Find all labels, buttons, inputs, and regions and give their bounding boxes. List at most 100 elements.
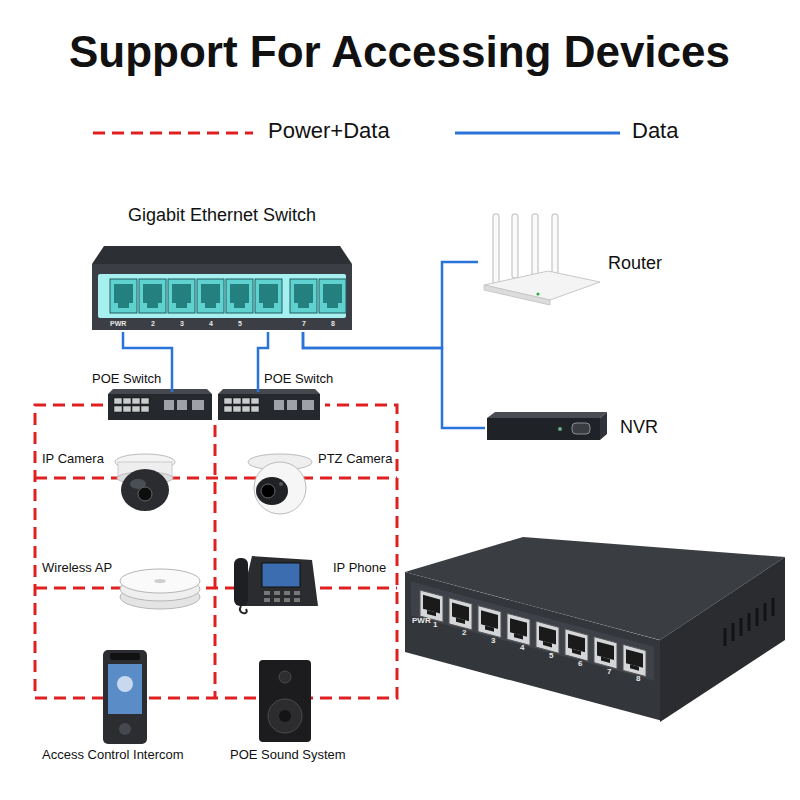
poe-switch-illustration <box>218 394 320 420</box>
poe-switch-illustration <box>132 406 140 412</box>
node-label: Gigabit Ethernet Switch <box>128 205 316 227</box>
router-illustration <box>536 292 539 295</box>
switch-product-illustration <box>405 537 785 722</box>
node-label: POE Sound System <box>230 747 346 763</box>
nvr-illustration <box>600 412 607 440</box>
switch-product-illustration <box>748 613 751 631</box>
poe-switch-illustration <box>123 406 131 412</box>
poe-switch-node: POE Switch <box>108 392 212 420</box>
node-label: PTZ Camera <box>318 451 392 467</box>
gigabit-switch-illustration <box>139 279 166 313</box>
switch-product-illustration <box>772 598 775 616</box>
switch-product-illustration <box>623 644 646 676</box>
port-label: 4 <box>520 644 524 653</box>
device-node: Access Control Intercom <box>28 648 198 766</box>
ptz-camera-icon <box>254 462 306 514</box>
intercom-icon <box>103 650 147 744</box>
poe-switch-illustration <box>302 400 314 410</box>
gigabit-switch-illustration <box>92 246 352 264</box>
switch-product-illustration <box>724 628 727 646</box>
port-label: PWR <box>110 320 126 328</box>
gigabit-switch-illustration <box>98 274 346 318</box>
poe-switch-illustration <box>108 389 212 394</box>
wireless-ap-icon <box>154 579 166 583</box>
ip-phone-icon <box>240 606 247 613</box>
poe-switch-illustration <box>192 400 204 410</box>
router-node: Router <box>478 210 700 305</box>
legend-text: Data <box>632 118 678 144</box>
poe-switch-illustration <box>141 406 149 412</box>
poe-switch-illustration <box>141 398 149 404</box>
gigabit-switch-illustration <box>319 279 346 313</box>
wireless-ap-icon <box>120 569 200 609</box>
gigabit-switch-illustration <box>226 279 253 313</box>
device-node: POE Sound System <box>212 655 364 766</box>
nvr-node: NVR <box>485 410 690 446</box>
poe-switch-illustration <box>114 398 122 404</box>
poe-switch-illustration <box>233 406 241 412</box>
legend-samples <box>455 132 620 135</box>
node-label: POE Switch <box>92 371 161 387</box>
ip-camera-icon <box>115 454 175 511</box>
power-data-region <box>35 477 397 480</box>
node-label: NVR <box>620 417 658 439</box>
speaker-icon <box>259 660 311 742</box>
ptz-camera-icon <box>248 454 312 514</box>
ip-camera-icon <box>138 487 152 501</box>
port-label: 5 <box>238 320 242 328</box>
switch-product-illustration <box>405 572 660 720</box>
poe-switch-illustration <box>132 398 140 404</box>
switch-node: Gigabit Ethernet Switch <box>92 205 352 332</box>
poe-switch-illustration <box>242 398 250 404</box>
poe-switch-illustration <box>177 400 187 410</box>
intercom-icon <box>119 723 131 735</box>
poe-switch-illustration <box>108 389 212 420</box>
nvr-illustration <box>558 427 562 431</box>
poe-switch-illustration <box>287 400 297 410</box>
port-label: 6 <box>578 660 582 669</box>
device-node: IP Camera <box>40 448 205 523</box>
nvr-illustration <box>487 412 607 440</box>
ip-phone-icon <box>274 598 280 602</box>
ptz-camera-icon <box>261 484 275 498</box>
gigabit-switch-illustration <box>255 279 282 313</box>
switch-product-illustration <box>536 621 559 653</box>
poe-switch-illustration <box>224 406 232 412</box>
ip-phone-icon <box>274 591 280 595</box>
ip-phone-icon <box>294 598 300 602</box>
device-node: Wireless AP <box>40 557 208 612</box>
port-label: 5 <box>549 652 553 661</box>
ip-phone-icon <box>264 598 270 602</box>
nvr-illustration <box>487 412 607 418</box>
data-connector <box>303 262 478 348</box>
router-illustration <box>552 214 558 280</box>
ip-phone-icon <box>294 591 300 595</box>
port-label: 8 <box>331 320 335 328</box>
node-label: Access Control Intercom <box>42 747 184 763</box>
switch-product-illustration <box>411 582 654 681</box>
poe-switch-illustration <box>233 398 241 404</box>
port-label: 3 <box>180 320 184 328</box>
router-illustration <box>484 271 600 300</box>
intercom-icon <box>108 664 142 714</box>
ip-phone-icon <box>284 591 290 595</box>
node-label: Router <box>608 253 662 275</box>
gigabit-switch-illustration <box>92 246 352 330</box>
ip-phone-icon <box>284 598 290 602</box>
port-label: PWR <box>412 617 431 626</box>
poe-switch-illustration <box>108 394 212 420</box>
speaker-icon <box>279 710 291 722</box>
poe-switch-illustration <box>251 406 259 412</box>
ip-camera-icon <box>121 469 169 511</box>
switch-product-illustration <box>756 608 759 626</box>
power-data-region <box>214 425 217 698</box>
wireless-ap-icon <box>120 569 200 593</box>
intercom-icon <box>103 650 147 744</box>
nvr-illustration <box>487 418 600 440</box>
switch-product-illustration <box>565 629 588 661</box>
port-label: 7 <box>302 320 306 328</box>
poe-switch-illustration <box>242 406 250 412</box>
